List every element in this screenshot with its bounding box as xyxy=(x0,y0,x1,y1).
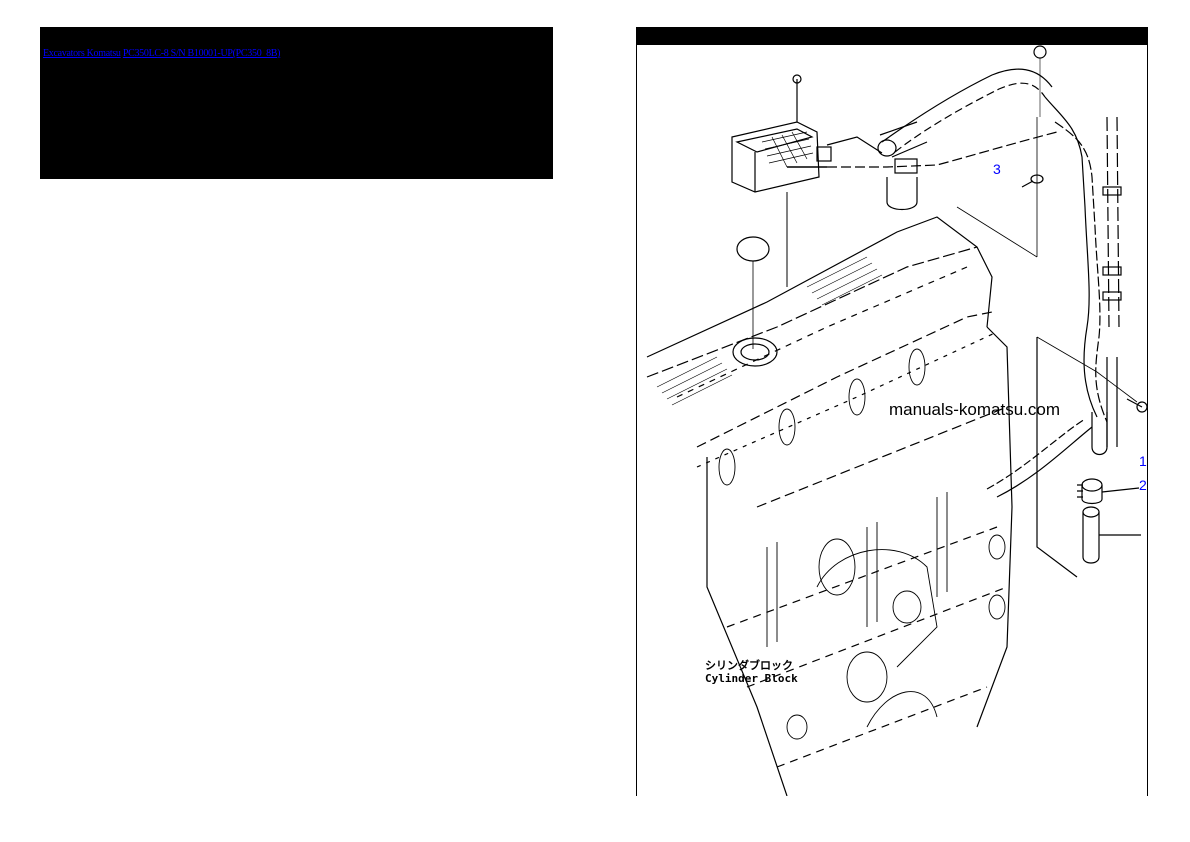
breadcrumb-link-excavators-komatsu[interactable]: Excavators Komatsu xyxy=(43,48,121,59)
watermark: manuals-komatsu.com xyxy=(889,400,1061,419)
callout-2[interactable]: 2 xyxy=(1139,477,1147,493)
breather-icon xyxy=(731,74,883,193)
cylinder-block-label-en: Cylinder Block xyxy=(705,672,798,686)
cylinder-block-label: シリンダブロック Cylinder Block xyxy=(705,659,798,685)
header-box: Excavators Komatsu PC350LC-8 S/N B10001-… xyxy=(40,27,553,179)
view-marker-icon xyxy=(1033,45,1047,117)
parts-diagram-panel: 3 1 2 manuals-komatsu.com シリンダブロック Cylin… xyxy=(636,27,1148,796)
engine-parts-diagram xyxy=(646,45,1147,796)
cylinder-block-label-jp: シリンダブロック xyxy=(705,659,793,672)
diagram-title-bar xyxy=(637,27,1147,45)
breadcrumb: Excavators Komatsu PC350LC-8 S/N B10001-… xyxy=(43,48,281,59)
callout-3[interactable]: 3 xyxy=(993,161,1001,177)
breadcrumb-link-model[interactable]: PC350LC-8 S/N B10001-UP(PC350_8B) xyxy=(122,48,281,59)
callout-1[interactable]: 1 xyxy=(1139,453,1147,469)
